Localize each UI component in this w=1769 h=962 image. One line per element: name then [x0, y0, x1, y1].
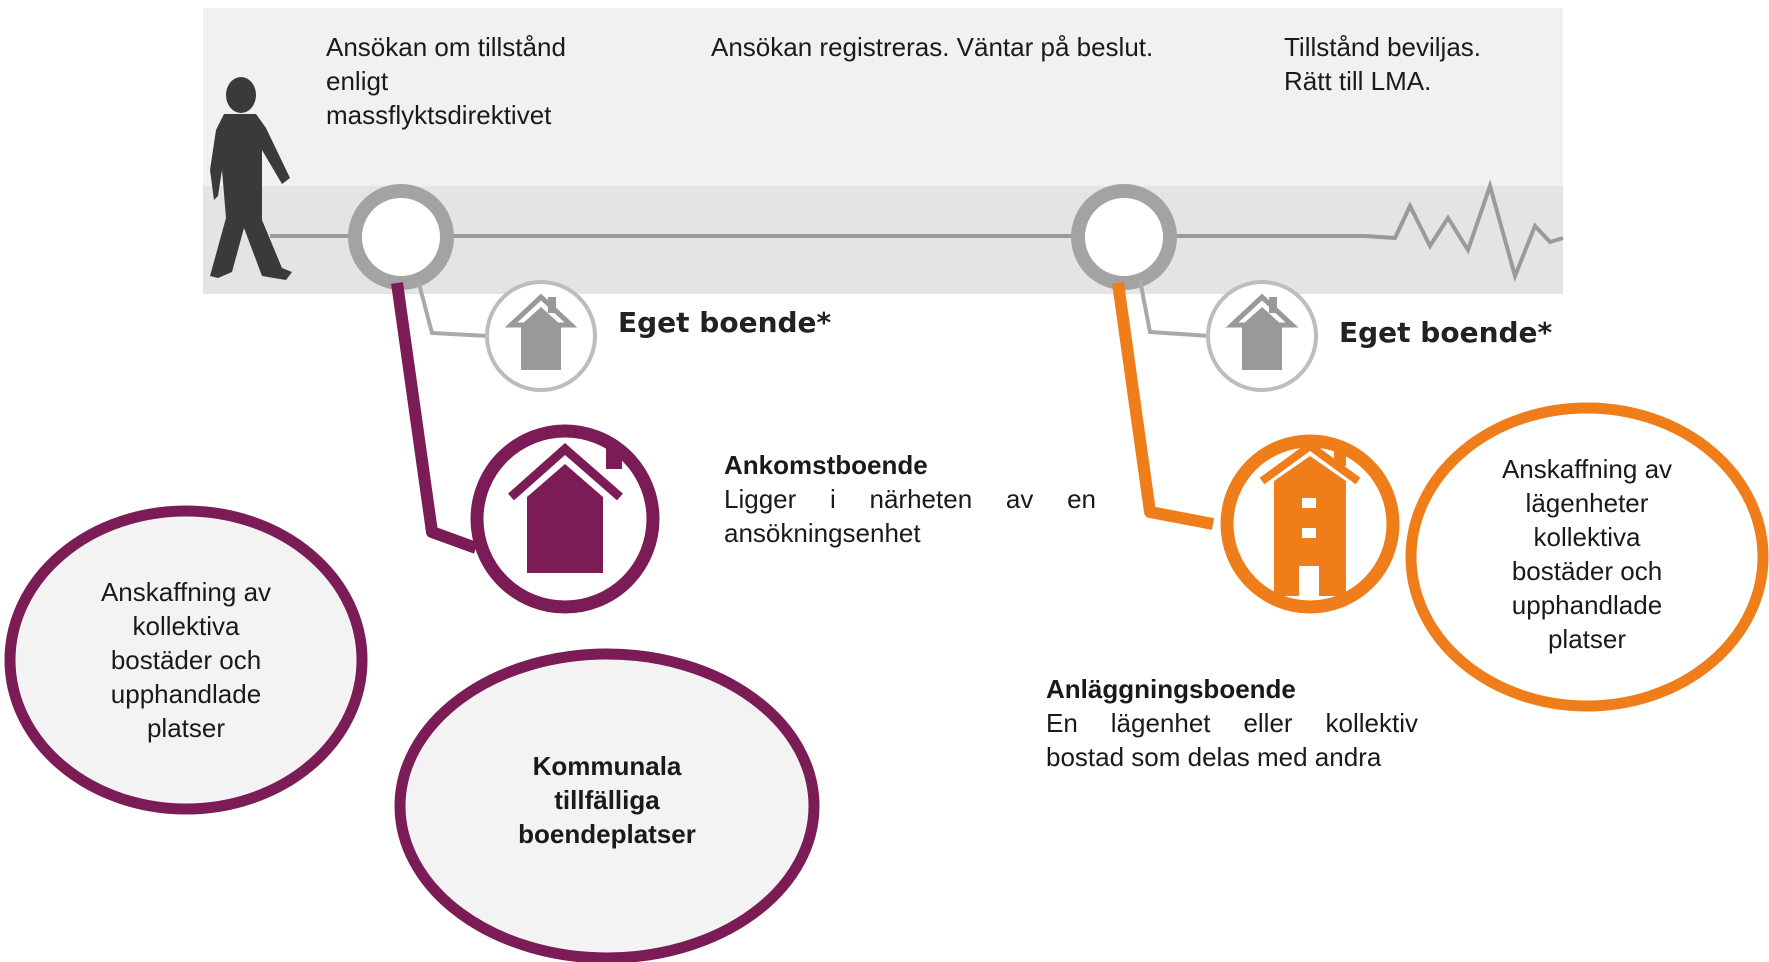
bubble-left	[4, 505, 368, 815]
connector-arrival-housing	[391, 282, 479, 554]
facility-housing-text: Anläggningsboende En lägenhet eller koll…	[1046, 672, 1418, 774]
walking-person-icon	[210, 77, 292, 280]
timeline-band-top	[203, 8, 1563, 186]
facility-housing-description: En lägenhet eller kollektiv bostad som d…	[1046, 708, 1418, 772]
own-housing-label-1: Eget boende*	[618, 306, 832, 339]
connector-facility-housing	[1112, 282, 1215, 530]
bubble-municipal-text: Kommunala tillfälliga boendeplatser	[518, 751, 696, 849]
facility-housing-building-icon	[1220, 434, 1400, 614]
step-granted-text: Tillstånd beviljas. Rätt till LMA.	[1284, 30, 1554, 98]
step-registered-text: Ansökan registreras. Väntar på beslut.	[711, 32, 1154, 62]
bubble-municipal	[394, 648, 820, 962]
arrival-housing-title: Ankomstboende	[724, 450, 928, 480]
timeline-zigzag	[1364, 179, 1564, 283]
step-granted-line-1: Tillstånd beviljas.	[1284, 32, 1482, 62]
timeline-node-granted	[1071, 184, 1177, 290]
step-application-text: Ansökan om tillstånd enligt massflyktsdi…	[326, 32, 566, 130]
timeline-node-application	[348, 184, 454, 290]
bubble-right	[1405, 402, 1769, 712]
connector-own-housing-1	[416, 279, 489, 338]
own-housing-1-house-icon	[485, 280, 597, 392]
connector-own-housing-2	[1138, 279, 1211, 338]
bubble-right-text: Anskaffning av lägenheter kollektiva bos…	[1501, 454, 1673, 654]
facility-housing-title: Anläggningsboende	[1046, 674, 1296, 704]
arrival-housing-text: Ankomstboende Ligger i närheten av en an…	[724, 448, 1096, 550]
own-housing-2-house-icon	[1206, 280, 1318, 392]
arrival-housing-house-icon	[470, 424, 660, 614]
step-granted-line-2: Rätt till LMA.	[1284, 66, 1432, 96]
arrival-housing-description: Ligger i närheten av en ansökningsenhet	[724, 484, 1096, 548]
own-housing-label-2: Eget boende*	[1339, 316, 1553, 349]
bubble-left-text: Anskaffning av kollektiva bostäder och u…	[100, 577, 272, 743]
